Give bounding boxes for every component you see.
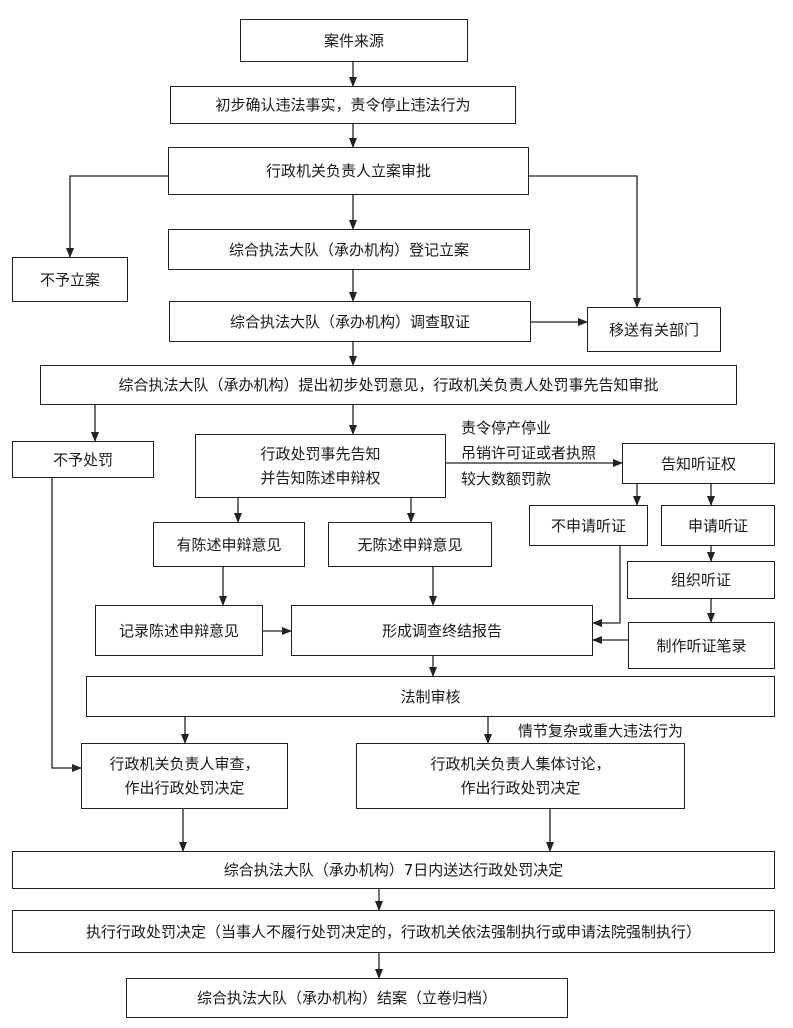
preliminary-opinion-box: 综合执法大队（承办机构）提出初步处罚意见，行政机关负责人处罚事先告知审批 (40, 365, 737, 405)
deliver-decision-text: 综合执法大队（承办机构）7日内送达行政处罚决定 (223, 861, 564, 879)
prior-notice-line2: 并告知陈述申辩权 (260, 469, 381, 487)
organize-hearing-text: 组织听证 (670, 571, 731, 589)
register-box: 综合执法大队（承办机构）登记立案 (168, 229, 530, 270)
execute-decision-box: 执行行政处罚决定（当事人不履行处罚决定的，行政机关依法强制执行或申请法院强制执行… (12, 910, 775, 953)
head-review-box: 行政机关负责人审查， 作出行政处罚决定 (81, 743, 288, 809)
preliminary-opinion-text: 综合执法大队（承办机构）提出初步处罚意见，行政机关负责人处罚事先告知审批 (118, 376, 659, 394)
approve-filing-text: 行政机关负责人立案审批 (265, 162, 431, 180)
record-defense-text: 记录陈述申辩意见 (118, 621, 239, 640)
close-case-text: 综合执法大队（承办机构）结案（立卷归档） (196, 989, 497, 1007)
no-hearing-request-box: 不申请听证 (529, 505, 648, 546)
hearing-notice-box: 告知听证权 (622, 443, 775, 484)
hearing-request-box: 申请听证 (661, 505, 775, 546)
collective-discussion-line2: 作出行政处罚决定 (460, 779, 581, 797)
has-defense-text: 有陈述申辩意见 (176, 535, 282, 554)
final-report-text: 形成调查终结报告 (381, 621, 502, 640)
investigate-text: 综合执法大队（承办机构）调查取证 (229, 312, 470, 331)
no-penalty-box: 不予处罚 (12, 441, 154, 478)
arrow-approve-to-no-filing (66, 175, 168, 258)
case-source-text: 案件来源 (323, 31, 384, 50)
collective-discussion-box: 行政机关负责人集体讨论， 作出行政处罚决定 (356, 743, 685, 809)
record-defense-box: 记录陈述申辩意见 (95, 605, 263, 656)
legal-review-box: 法制审核 (86, 676, 775, 717)
transfer-box: 移送有关部门 (587, 307, 721, 352)
legal-review-text: 法制审核 (400, 687, 461, 706)
register-text: 综合执法大队（承办机构）登记立案 (228, 240, 469, 259)
arrow-no-request-to-report (592, 546, 621, 627)
severe-case-label-line2: 吊销许可证或者执照 (461, 444, 597, 462)
case-source-box: 案件来源 (240, 19, 468, 62)
prior-notice-box: 行政处罚事先告知 并告知陈述申辩权 (195, 434, 446, 498)
no-penalty-text: 不予处罚 (52, 450, 113, 469)
no-defense-text: 无陈述申辩意见 (357, 535, 463, 554)
has-defense-box: 有陈述申辩意见 (153, 522, 305, 567)
head-review-line1: 行政机关负责人审查， (109, 755, 260, 773)
no-filing-text: 不予立案 (39, 270, 100, 289)
severe-case-label-line1: 责令停产停业 (461, 419, 552, 437)
final-report-box: 形成调查终结报告 (291, 605, 593, 656)
complex-case-label: 情节复杂或重大违法行为 (518, 722, 684, 740)
execute-decision-text: 执行行政处罚决定（当事人不履行处罚决定的，行政机关依法强制执行或申请法院强制执行… (85, 922, 701, 941)
arrow-no-penalty-to-head-review (51, 478, 82, 772)
approve-filing-box: 行政机关负责人立案审批 (168, 147, 529, 195)
no-defense-box: 无陈述申辩意见 (328, 522, 492, 567)
no-hearing-request-text: 不申请听证 (550, 516, 626, 535)
collective-discussion-line1: 行政机关负责人集体讨论， (430, 755, 611, 773)
transfer-text: 移送有关部门 (608, 320, 699, 339)
close-case-box: 综合执法大队（承办机构）结案（立卷归档） (126, 978, 568, 1018)
investigate-box: 综合执法大队（承办机构）调查取证 (169, 301, 531, 342)
hearing-notice-text: 告知听证权 (660, 454, 736, 473)
arrow-approve-to-transfer (529, 175, 641, 308)
hearing-transcript-box: 制作听证笔录 (628, 622, 775, 669)
no-filing-box: 不予立案 (12, 257, 128, 302)
severe-case-label-line3: 较大数额罚款 (461, 470, 552, 488)
initial-confirm-text: 初步确认违法事实，责令停止违法行为 (215, 96, 471, 114)
head-review-line2: 作出行政处罚决定 (124, 779, 245, 797)
hearing-transcript-text: 制作听证笔录 (656, 636, 747, 655)
initial-confirm-box: 初步确认违法事实，责令停止违法行为 (170, 86, 516, 124)
organize-hearing-box: 组织听证 (627, 561, 775, 599)
hearing-request-text: 申请听证 (687, 516, 748, 535)
prior-notice-line1: 行政处罚事先告知 (260, 445, 381, 463)
deliver-decision-box: 综合执法大队（承办机构）7日内送达行政处罚决定 (12, 851, 775, 889)
